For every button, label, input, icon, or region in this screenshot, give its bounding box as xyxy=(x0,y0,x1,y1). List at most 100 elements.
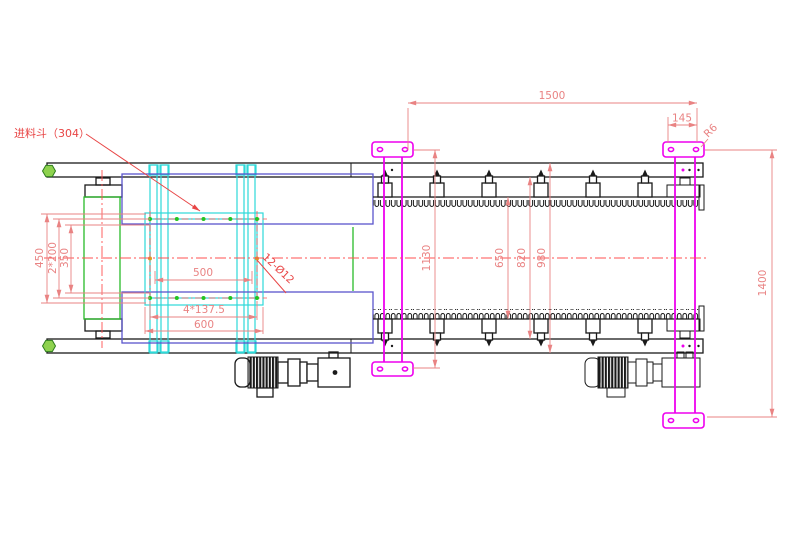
bearing-block-top xyxy=(84,184,123,198)
foot-hole xyxy=(667,417,675,424)
dim-text-1130: 1130 xyxy=(421,245,433,272)
dim-text-1500: 1500 xyxy=(539,90,566,102)
shaft-step xyxy=(287,358,301,387)
dim-980: 980 xyxy=(536,163,553,353)
dimensions: 1500 145 1400 1130 650 820 xyxy=(34,90,777,418)
support-stand-right xyxy=(662,141,705,429)
foot-hole xyxy=(401,366,409,372)
belt-teeth-bottom xyxy=(373,309,702,319)
motor-foot xyxy=(256,387,274,398)
foot-hole xyxy=(692,417,700,424)
shaft-step xyxy=(627,361,637,384)
hopper-leg xyxy=(160,164,169,354)
shaft-step xyxy=(299,361,308,384)
dim-text-4x137: 4*137.5 xyxy=(183,304,225,316)
foot-hole xyxy=(376,146,384,153)
takeup-screw-bottom xyxy=(41,339,57,353)
gearmotor-left xyxy=(234,351,351,398)
rail-hole xyxy=(697,168,700,172)
gearmotor-right xyxy=(584,351,701,398)
shaft-step xyxy=(635,358,648,387)
top-rail xyxy=(46,162,704,178)
bearing-block-bottom xyxy=(84,318,123,332)
stand-foot-plate xyxy=(662,412,705,429)
hopper-flange xyxy=(141,211,267,307)
motor-foot xyxy=(606,387,626,398)
shaft-step xyxy=(277,361,289,384)
leg-pad xyxy=(246,340,257,353)
dim-600: 600 xyxy=(144,307,264,334)
dim-text-500: 500 xyxy=(193,267,213,279)
foot-hole xyxy=(692,146,700,153)
dim-650: 650 xyxy=(494,197,511,319)
stand-foot-plate xyxy=(371,141,414,158)
foot-hole xyxy=(401,146,409,153)
leg-pad xyxy=(148,340,159,353)
leg-pad xyxy=(148,164,159,176)
dim-text-350: 350 xyxy=(59,248,71,268)
dim-text-650: 650 xyxy=(494,248,506,268)
gearbox-shaft-center xyxy=(332,370,338,375)
hopper-leg xyxy=(247,164,256,354)
dim-text-820: 820 xyxy=(516,248,528,268)
takeup-screw-top xyxy=(41,164,57,178)
dim-text-1400: 1400 xyxy=(757,270,769,297)
dim-text-980: 980 xyxy=(536,248,548,268)
flange-inner xyxy=(149,218,258,299)
centerlines xyxy=(44,170,706,348)
dim-text-2x200: 2*200 xyxy=(47,242,59,274)
dim-1500: 1500 xyxy=(407,90,698,150)
gearbox xyxy=(661,357,701,388)
head-bearing-brackets xyxy=(666,177,701,339)
takeup-slide-bottom xyxy=(95,330,111,339)
leg-pad xyxy=(246,164,257,176)
head-bracket-top xyxy=(666,184,701,198)
feed-hopper-leader xyxy=(85,133,201,212)
bottom-rail xyxy=(46,338,704,354)
head-tab-bottom xyxy=(679,330,691,339)
rail-hole xyxy=(390,168,394,172)
dim-500: 500 xyxy=(154,267,253,284)
dim-350: 350 xyxy=(59,224,150,294)
shaft-step xyxy=(646,361,654,384)
stand-foot-plate xyxy=(662,141,705,158)
dim-2x200: 2*200 xyxy=(47,218,150,299)
takeup-slide-top xyxy=(95,177,111,186)
rail-hole xyxy=(697,344,700,348)
rail-hole-magenta xyxy=(681,344,685,348)
leg-pad xyxy=(159,164,170,176)
feed-hopper-label: 进料斗（304） xyxy=(14,126,90,140)
motor-fins xyxy=(597,356,629,389)
bolt-holes xyxy=(148,217,259,300)
radius-leader xyxy=(700,138,709,148)
dim-text-145: 145 xyxy=(672,113,692,125)
dim-450: 450 xyxy=(34,213,146,304)
leg-pad xyxy=(235,164,246,176)
rail-hole xyxy=(688,344,691,348)
leg-pad xyxy=(159,340,170,353)
shaft-step xyxy=(652,363,663,382)
leg-pad xyxy=(235,340,246,353)
rail-hole xyxy=(390,344,394,348)
foot-hole xyxy=(667,146,675,153)
dim-145: 145 xyxy=(667,113,697,143)
belt-teeth-top xyxy=(373,197,702,207)
dim-text-450: 450 xyxy=(34,248,46,268)
dim-820: 820 xyxy=(516,177,533,339)
hopper-leg xyxy=(236,164,245,354)
rail-hole xyxy=(688,168,691,172)
stand-foot-plate xyxy=(371,361,414,377)
holes-leader xyxy=(256,259,287,294)
flange-outer xyxy=(144,212,264,306)
radius-label: R6 xyxy=(702,121,721,140)
support-stand-left xyxy=(371,141,414,377)
foot-hole xyxy=(376,366,384,372)
dim-text-600: 600 xyxy=(194,319,214,331)
dim-1400: 1400 xyxy=(705,149,777,418)
dim-4x137: 4*137.5 xyxy=(149,301,258,320)
motor-fins xyxy=(247,356,279,389)
shaft-step xyxy=(306,363,319,382)
dim-1130: 1130 xyxy=(413,149,440,369)
